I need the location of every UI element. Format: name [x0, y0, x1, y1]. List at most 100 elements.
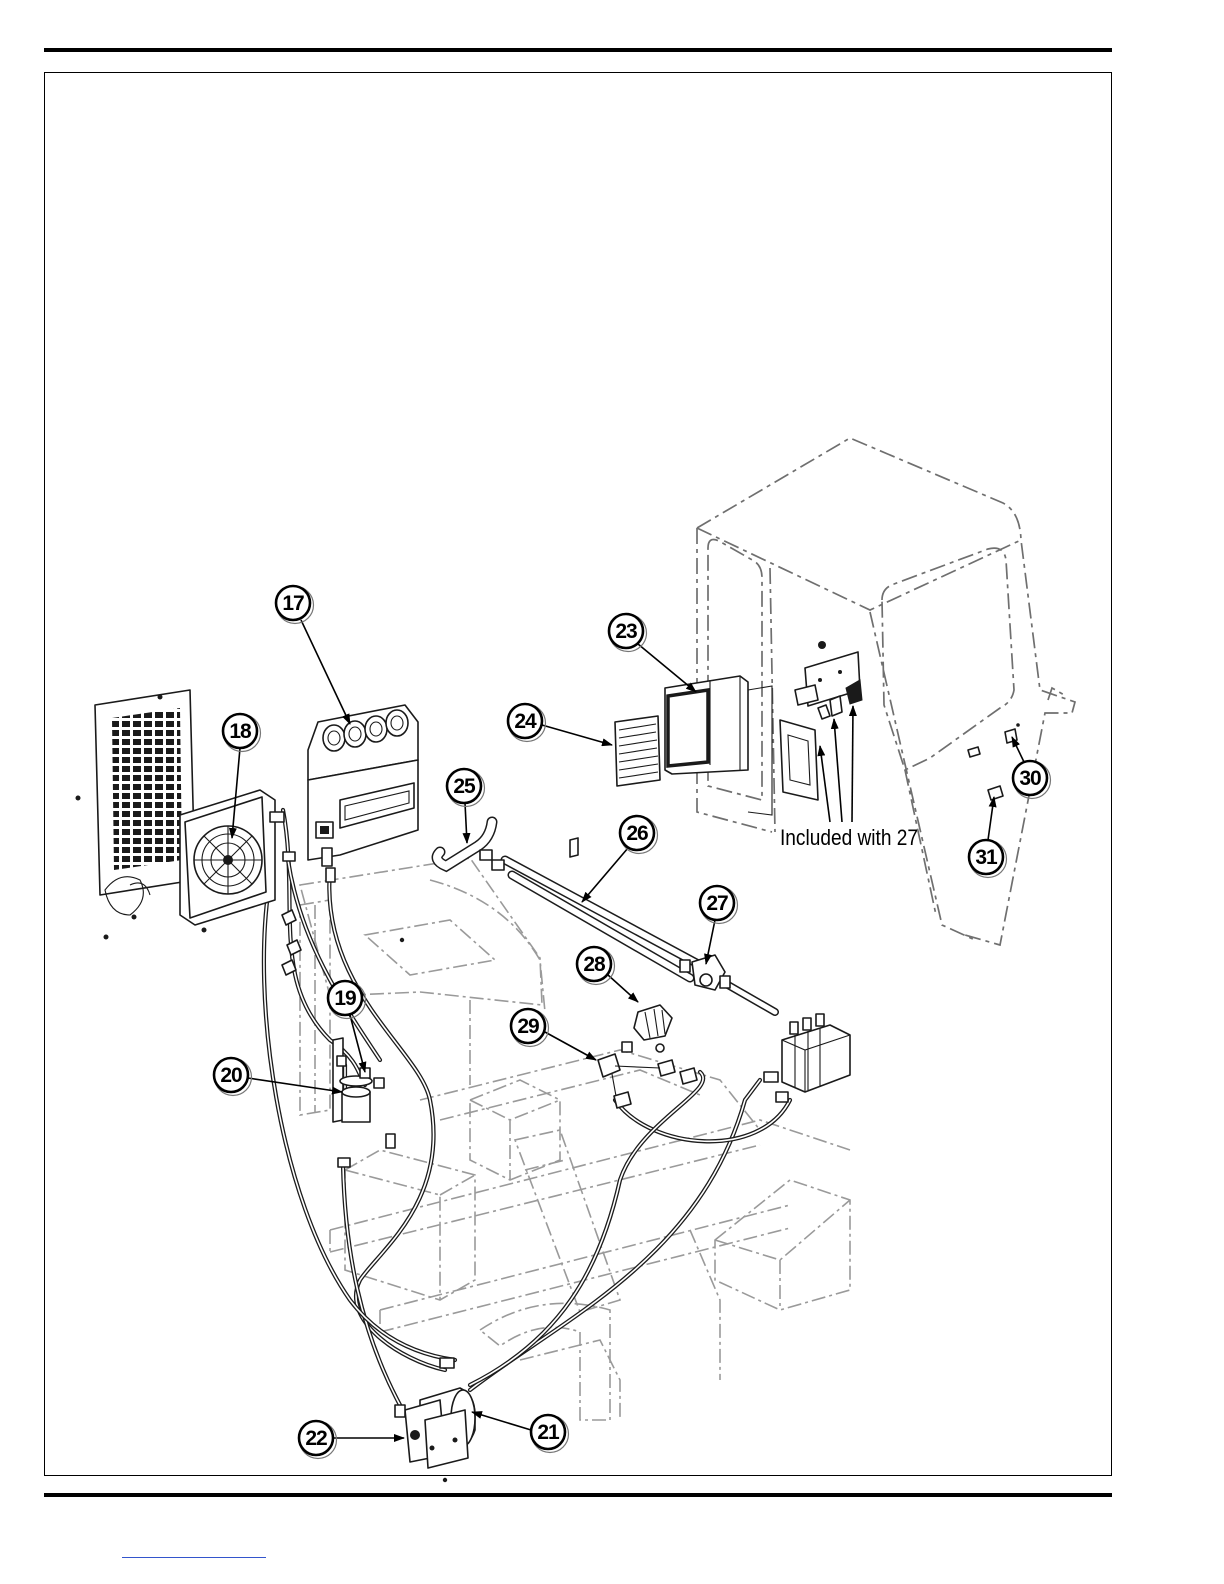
counterweight	[715, 1180, 850, 1310]
duct-adapter-plate	[780, 720, 818, 800]
callout-leader	[545, 1032, 596, 1060]
hose-pump-to-fitting	[470, 1072, 703, 1385]
cab-roof-edge	[697, 528, 1021, 610]
bolt	[132, 915, 137, 920]
cab-rear-post	[870, 612, 975, 940]
valve-knob	[700, 974, 712, 986]
callout-29: 29	[511, 1009, 596, 1060]
connector-port	[656, 1044, 664, 1052]
filter-fitting	[337, 1056, 346, 1066]
callout-17: 17	[276, 586, 350, 724]
switch-rocker	[320, 826, 329, 834]
filter-top	[342, 1087, 370, 1097]
callout-number: 19	[334, 987, 356, 1010]
tank-fitting	[338, 1158, 350, 1167]
pump-assembly	[395, 1358, 475, 1482]
hose-clamps	[282, 910, 301, 975]
heater-vent-icon	[386, 710, 408, 736]
cab-heater-assembly	[308, 705, 418, 942]
valve-spool	[790, 1022, 798, 1034]
heater-vent-icon	[323, 725, 345, 751]
clip	[818, 705, 830, 719]
callout-23: 23	[609, 614, 696, 692]
callout-number: 28	[583, 953, 606, 976]
cab-phantom	[697, 438, 1075, 945]
tank-box	[345, 1150, 475, 1300]
callout-leader	[608, 975, 638, 1002]
callout-31: 31	[969, 797, 1007, 878]
note-leader	[834, 719, 842, 822]
filter-assembly	[333, 1038, 395, 1167]
callouts: 17 18 19 20	[214, 586, 1051, 1459]
pump-fitting	[440, 1358, 454, 1368]
valve-fitting	[764, 1072, 778, 1082]
callout-leader	[542, 725, 612, 745]
callout-21: 21	[472, 1412, 569, 1453]
bolt	[202, 928, 207, 933]
frame-phantom	[300, 858, 850, 1420]
pump-port	[410, 1430, 420, 1440]
heater-fitting	[322, 848, 332, 866]
valve-bank-body	[782, 1025, 850, 1092]
valve-spool	[816, 1014, 824, 1026]
bolt	[76, 796, 81, 801]
callout-number: 29	[517, 1015, 539, 1038]
bracket-hole	[818, 678, 822, 682]
valve-spool	[803, 1018, 811, 1030]
adapter-fitting	[614, 1092, 631, 1108]
bolt	[104, 935, 109, 940]
hose-clamp	[480, 850, 492, 860]
hose-clamp	[282, 910, 296, 925]
note-leader	[852, 706, 853, 822]
callout-30: 30	[1012, 737, 1051, 799]
oil-cooler-assembly	[76, 690, 296, 940]
callout-number: 24	[514, 710, 537, 733]
lower-rail	[380, 1205, 790, 1332]
bolt	[430, 1446, 435, 1451]
hose-clip	[570, 838, 578, 857]
callout-leader	[472, 1412, 531, 1430]
callout-25: 25	[447, 769, 485, 843]
pump-mount-plate	[425, 1410, 468, 1468]
tee-fitting	[598, 1054, 620, 1077]
callout-number: 26	[626, 822, 648, 845]
callout-number: 31	[975, 846, 998, 869]
hose-clamp	[492, 860, 504, 870]
callout-number: 22	[305, 1427, 327, 1450]
callout-number: 21	[537, 1421, 560, 1444]
upper-structure	[420, 1050, 760, 1130]
callout-number: 25	[453, 775, 476, 798]
bolt	[158, 695, 163, 700]
fan-spokes	[194, 826, 262, 894]
cable-clamp	[830, 696, 842, 716]
duct-pipe	[748, 686, 772, 815]
callout-number: 23	[615, 620, 637, 643]
bolt	[453, 1438, 458, 1443]
heater-fitting	[326, 868, 335, 882]
grille-slots	[112, 708, 182, 870]
note-leader	[820, 746, 830, 822]
adapter-fitting	[658, 1060, 675, 1076]
callout-20: 20	[214, 1058, 342, 1096]
bolt	[818, 641, 826, 649]
callout-leader	[988, 797, 994, 840]
filter-fitting	[374, 1078, 384, 1088]
cooler-fitting	[283, 852, 295, 861]
fitting-29	[598, 1042, 697, 1108]
bracket-hole	[838, 670, 842, 674]
bolt	[443, 1478, 447, 1482]
callout-28: 28	[577, 947, 638, 1002]
callout-number: 17	[282, 592, 304, 615]
connector-body	[634, 1005, 672, 1040]
stud	[968, 747, 980, 757]
heater-valve	[680, 955, 730, 990]
fitting-30-icon	[1005, 729, 1017, 743]
adapter-fitting	[680, 1068, 697, 1084]
hose-pump-to-valve	[470, 1080, 760, 1390]
floor-plate-inner	[365, 920, 495, 975]
callout-26: 26	[582, 816, 658, 902]
callout-leader	[465, 803, 467, 843]
cab-outer-outline	[697, 438, 1075, 945]
